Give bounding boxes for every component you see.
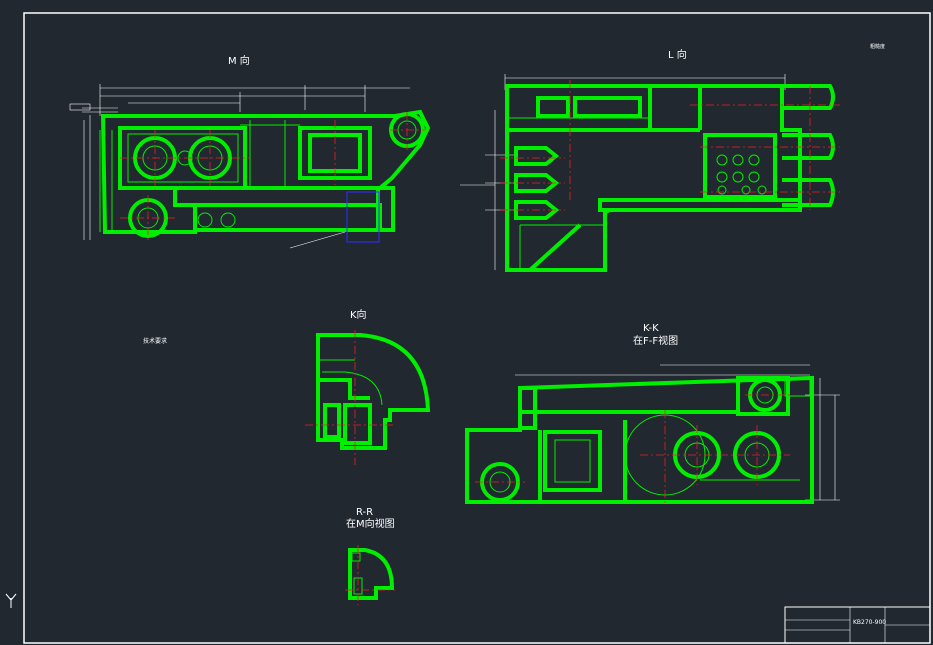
drawing-number: KB270-900 — [853, 619, 886, 626]
view-rr: R-R 在M向视图 — [345, 507, 395, 605]
notes-heading: 技术要求 — [143, 337, 167, 345]
technical-requirements: 技术要求 — [143, 337, 167, 345]
view-k-label: K向 — [350, 308, 367, 321]
view-m: M 向 — [69, 54, 431, 249]
ucs-icon — [5, 593, 17, 608]
view-kk: K-K 在F-F视图 — [465, 323, 840, 505]
view-m-label: M 向 — [228, 54, 250, 67]
view-kk-subtitle: 在F-F视图 — [633, 334, 678, 347]
view-k: K向 — [305, 308, 431, 465]
svg-text:粗糙度: 粗糙度 — [870, 43, 885, 50]
view-rr-title: R-R — [356, 507, 373, 518]
view-rr-subtitle: 在M向视图 — [346, 517, 395, 530]
view-kk-title: K-K — [643, 323, 659, 334]
drawing-frame — [23, 12, 931, 644]
view-l: L 向 粗糙度 — [460, 43, 885, 272]
title-block: KB270-900 — [784, 606, 931, 644]
view-l-label: L 向 — [668, 48, 687, 61]
